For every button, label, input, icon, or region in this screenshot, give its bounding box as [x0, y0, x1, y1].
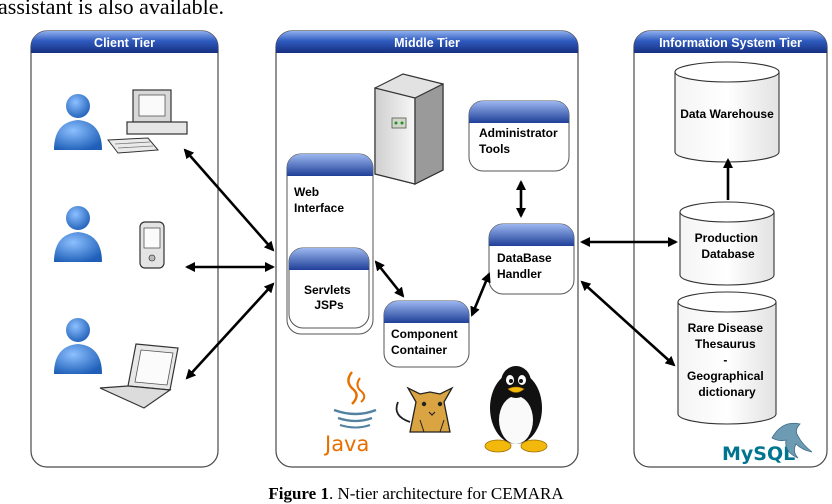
db-handler-label-line: Handler [497, 267, 542, 281]
thesaurus-label-line: Thesaurus [695, 337, 756, 351]
thesaurus-label-line: Geographical [687, 369, 764, 383]
caption-label: Figure 1 [268, 484, 329, 503]
user-icon [54, 318, 102, 374]
svg-text:Web Interface: Web Interface [294, 185, 344, 215]
server-icon [374, 73, 444, 185]
data-warehouse-label: Data Warehouse [680, 107, 774, 121]
caption-text: . N-tier architecture for CEMARA [329, 484, 564, 503]
client-tier-title: Client Tier [94, 36, 155, 50]
servlets-label-line: JSPs [314, 298, 344, 312]
servlets-jsps-box: Servlets JSPs [288, 247, 370, 329]
java-logo-text: Java [323, 432, 369, 456]
info-tier-title: Information System Tier [659, 36, 802, 50]
pda-device-icon [139, 221, 165, 269]
handler-to-database-arrows [580, 237, 678, 367]
thesaurus-label-line: - [723, 353, 727, 367]
thesaurus-cylinder: Rare Disease Thesaurus - Geographical di… [677, 291, 777, 425]
svg-text:Administrator Tools: Administrator Tools [479, 126, 561, 156]
servlets-label-line: Servlets [304, 283, 351, 297]
svg-text:Rare Disease Thesaurus: Rare Disease Thesaurus - Geographical di… [687, 321, 767, 399]
top-text: assistant is also available. [0, 0, 224, 19]
svg-text:DataBase Handler: DataBase Handler [497, 251, 555, 281]
component-container-box: Component Container [383, 300, 470, 368]
user-icon [54, 94, 102, 150]
web-interface-label-line: Web [294, 185, 319, 199]
java-logo: Java [323, 371, 377, 456]
production-db-label-line: Database [701, 247, 755, 261]
admin-tools-label-line: Administrator [479, 126, 558, 140]
mysql-logo: MySQL [722, 422, 813, 465]
middle-tier-title: Middle Tier [394, 36, 460, 50]
admin-tools-label-line: Tools [479, 142, 510, 156]
database-handler-box: DataBase Handler [488, 223, 575, 295]
laptop-icon [99, 343, 179, 409]
mysql-logo-text: MySQL [722, 443, 795, 465]
thesaurus-label-line: dictionary [698, 385, 756, 399]
svg-text:Servlets JSPs: Servlets JSPs [304, 283, 354, 312]
production-db-label-line: Production [695, 231, 758, 245]
production-database-cylinder: Production Database [679, 201, 775, 286]
svg-text:Data Warehouse: Data Warehouse [680, 107, 774, 121]
figure-caption: Figure 1. N-tier architecture for CEMARA [268, 484, 564, 503]
db-handler-label-line: DataBase [497, 251, 552, 265]
administrator-tools-box: Administrator Tools [468, 100, 570, 172]
web-interface-label-line: Interface [294, 201, 344, 215]
component-container-label-line: Container [391, 343, 447, 357]
desktop-computer-icon [107, 89, 188, 154]
svg-text:Production Database: Production Database [695, 231, 762, 261]
client-connection-arrows [183, 148, 275, 380]
thesaurus-label-line: Rare Disease [688, 321, 764, 335]
user-icon [54, 206, 102, 262]
svg-text:Component Container: Component Container [391, 327, 461, 357]
middle-tier-arrows [374, 180, 526, 317]
data-warehouse-cylinder: Data Warehouse [674, 61, 780, 163]
component-container-label-line: Component [391, 327, 458, 341]
tomcat-logo [392, 380, 464, 436]
linux-penguin-logo [484, 366, 548, 453]
